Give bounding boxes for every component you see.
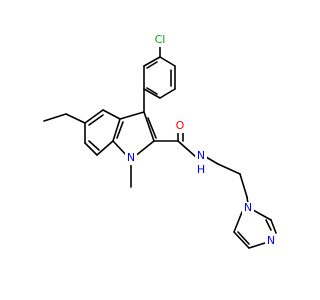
- bond-im-4-double: [265, 219, 272, 231]
- chlorine-label: Cl: [155, 33, 166, 46]
- amide-nitrogen-label: N: [197, 149, 205, 162]
- bond-ch2-ch3: [43, 113, 67, 122]
- bond-im-2-double: [237, 231, 250, 245]
- imidazole-n1-label: N: [244, 201, 252, 214]
- bond-c5-ch2: [65, 113, 86, 124]
- bond-ph-1: [159, 56, 176, 67]
- bond-im-1: [233, 211, 243, 233]
- bond-c6-c7-double: [88, 140, 100, 151]
- bond-im-3: [248, 242, 266, 249]
- bond-ph-6: [143, 56, 161, 67]
- bond-ph-3: [159, 88, 176, 99]
- bond-im-5: [252, 209, 272, 221]
- bond-c7-c7a: [96, 140, 114, 156]
- imidazole-n3-label: N: [267, 234, 275, 247]
- bond-ph-d3: [146, 61, 158, 69]
- bond-c7a-c3a-double: [116, 121, 124, 139]
- bonds: [43, 46, 277, 249]
- bond-ph-4: [143, 88, 161, 99]
- structure-svg: Cl O N N H N N: [43, 33, 277, 249]
- bond-c3a-c3: [119, 111, 145, 120]
- indole-nitrogen-label: N: [127, 151, 135, 164]
- bond-ch2b-ch2c: [239, 173, 248, 198]
- bond-c-n-amide: [177, 140, 197, 158]
- amide-hydrogen-label: H: [197, 163, 205, 176]
- bond-ch2a-ch2b: [217, 163, 241, 175]
- bond-c3-c2-double: [147, 117, 157, 139]
- bond-im-4: [270, 219, 277, 234]
- bond-c6-c7: [84, 142, 98, 156]
- bond-ph-d2: [146, 87, 158, 95]
- bond-im-2: [233, 231, 250, 249]
- bond-c3-c2: [143, 111, 155, 142]
- molecule-diagram: Cl O N N H N N: [43, 33, 277, 249]
- bond-c3a-c4: [102, 109, 121, 120]
- bond-c7a-c3a: [112, 118, 121, 142]
- atom-labels: Cl O N N H N N: [125, 33, 277, 248]
- oxygen-label: O: [176, 119, 185, 132]
- bond-c4-c5-double: [88, 114, 104, 126]
- bond-n-ch2a: [205, 156, 219, 165]
- bond-c2-n1: [133, 140, 155, 158]
- bond-c4-c5: [84, 109, 104, 124]
